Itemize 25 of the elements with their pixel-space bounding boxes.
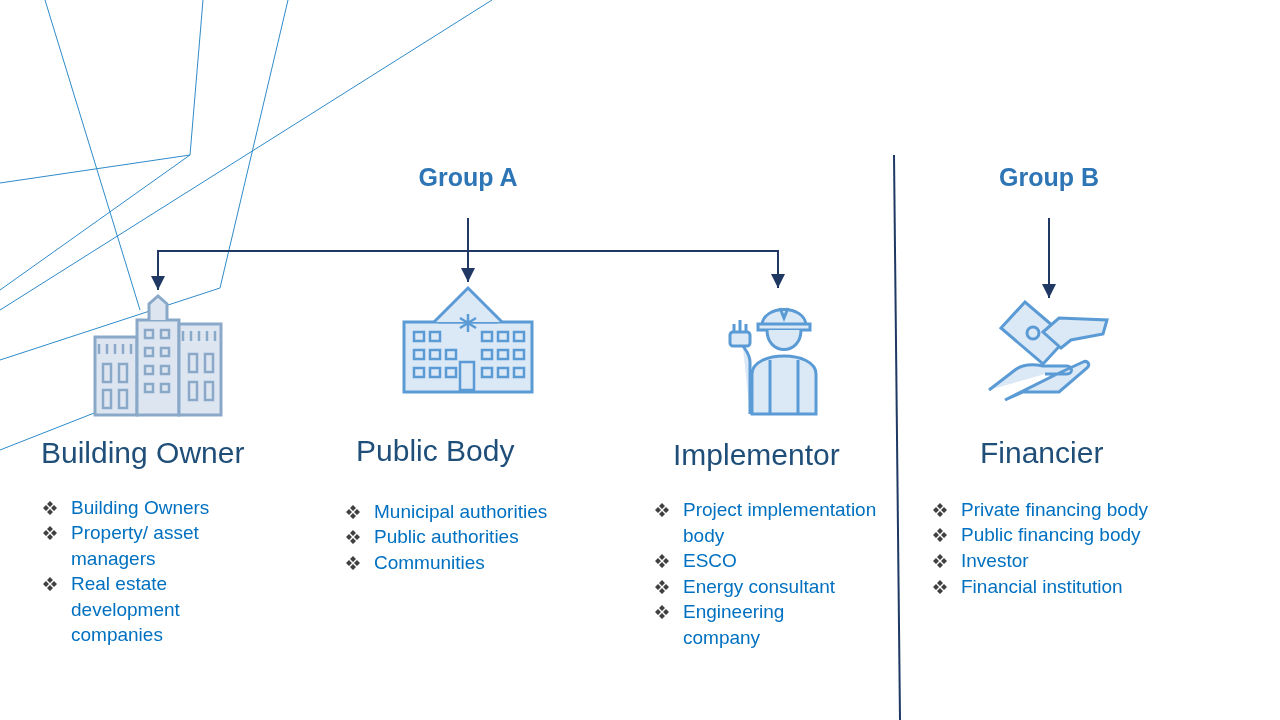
hospital-building-drawing <box>402 284 534 394</box>
bullet-item: Public financing body <box>961 523 1142 547</box>
bullet-item: Investor <box>961 549 1030 573</box>
role-title: Financier <box>980 435 1104 471</box>
bullet-item: Public authorities <box>374 525 520 549</box>
bullet-item: Communities <box>374 551 486 575</box>
group-heading: Group A <box>368 162 568 192</box>
role-title: Public Body <box>356 433 515 469</box>
role-title: Building Owner <box>41 435 245 471</box>
hands-money-drawing <box>987 300 1109 402</box>
bullet-item: Project implementation body <box>683 498 878 548</box>
bullet-item: Real estate development companies <box>71 572 181 647</box>
role-title: Implementor <box>673 437 840 473</box>
bullet-item: Building Owners <box>71 496 211 520</box>
bullet-item: Municipal authorities <box>374 500 549 524</box>
arrow <box>467 217 785 289</box>
bullet-item: Engineering company <box>683 600 786 650</box>
office-building-drawing <box>93 292 223 417</box>
bullet-item: Financial institution <box>961 575 1124 599</box>
bullet-item: Energy consultant <box>683 575 837 599</box>
bullet-item: ESCO <box>683 549 738 573</box>
bullet-item: Private financing body <box>961 498 1149 522</box>
group-heading: Group B <box>949 162 1149 192</box>
arrow <box>1042 217 1056 299</box>
bullet-item: Property/ asset managers <box>71 521 200 571</box>
